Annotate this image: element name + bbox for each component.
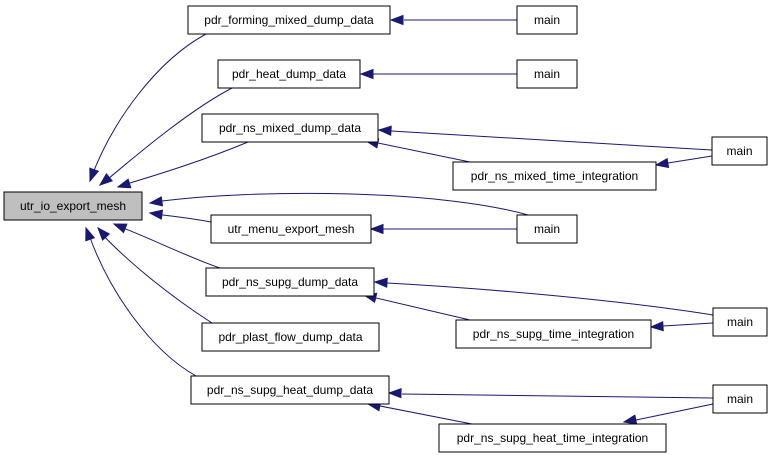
node-label: pdr_ns_mixed_dump_data (219, 121, 361, 135)
node-label: utr_menu_export_mesh (228, 222, 355, 236)
node-label: main (534, 67, 560, 81)
edge-m5-to-n5 (386, 282, 714, 316)
arrowhead-m4-to-n4 (369, 223, 384, 235)
node-label: pdr_ns_supg_dump_data (222, 275, 358, 289)
arrowhead-m4-to-root (148, 196, 164, 207)
node-main[interactable]: main (516, 214, 578, 244)
node-label: main (534, 222, 560, 236)
node-pdr-heat-dump-data[interactable]: pdr_heat_dump_data (217, 59, 361, 89)
edge-m3-to-n3 (390, 130, 713, 151)
node-box (217, 59, 361, 89)
edges-layer (85, 14, 714, 425)
node-pdr-ns-mixed-dump-data[interactable]: pdr_ns_mixed_dump_data (201, 113, 379, 143)
node-box (190, 375, 390, 405)
node-box (201, 113, 379, 143)
arrowhead-n1-to-root (89, 167, 100, 183)
arrowhead-n5-to-root (112, 223, 128, 234)
arrowhead-m3-to-t3 (654, 157, 670, 169)
edge-m3-to-t3 (667, 155, 713, 164)
node-label: main (534, 13, 560, 27)
node-pdr-forming-mixed-dump-data[interactable]: pdr_forming_mixed_dump_data (187, 5, 391, 35)
arrowhead-m5-to-n5 (373, 277, 388, 288)
node-utr-menu-export-mesh[interactable]: utr_menu_export_mesh (210, 214, 372, 244)
node-box (452, 161, 657, 191)
edge-t5-to-n5 (375, 297, 471, 321)
arrowhead-n4-to-root (148, 209, 164, 220)
node-box (516, 5, 578, 35)
node-box (187, 5, 391, 35)
edge-m7-to-n7 (401, 393, 714, 399)
arrowhead-n6-to-root (97, 226, 111, 241)
node-label: pdr_ns_supg_heat_time_integration (457, 431, 648, 445)
node-box (210, 214, 372, 244)
node-label: pdr_forming_mixed_dump_data (204, 13, 374, 27)
nodes-layer: utr_io_export_mesh pdr_forming_mixed_dump… (3, 5, 768, 453)
node-pdr-plast-flow-dump-data[interactable]: pdr_plast_flow_dump_data (201, 322, 380, 352)
node-box (516, 214, 578, 244)
node-label: main (727, 392, 753, 406)
node-main[interactable]: main (711, 136, 768, 166)
node-pdr-ns-supg-heat-dump-data[interactable]: pdr_ns_supg_heat_dump_data (190, 375, 390, 405)
arrowhead-m7-to-n7 (387, 387, 402, 399)
arrowhead-n7-to-root (85, 226, 96, 242)
node-main[interactable]: main (516, 59, 578, 89)
edge-n1-to-root (89, 33, 207, 182)
edge-n3-to-root (119, 141, 249, 187)
node-main[interactable]: main (712, 307, 768, 337)
arrowhead-m5-to-t5 (649, 320, 664, 332)
edge-n5-to-root (117, 225, 221, 269)
edge-n4-to-root (153, 213, 212, 223)
node-main[interactable]: main (516, 5, 578, 35)
edge-t3-to-n3 (377, 142, 471, 163)
node-pdr-ns-mixed-time-integration[interactable]: pdr_ns_mixed_time_integration (452, 161, 657, 191)
node-box (455, 319, 652, 349)
node-box (205, 267, 375, 297)
arrowhead-m3-to-n3 (377, 125, 392, 136)
edge-m4-to-root (153, 192, 529, 216)
node-box (516, 59, 578, 89)
node-box (712, 384, 768, 414)
node-box (711, 136, 768, 166)
arrowhead-m2-to-n2 (359, 68, 374, 80)
node-label: pdr_ns_supg_heat_dump_data (207, 383, 373, 397)
edge-n7-to-root (87, 231, 197, 377)
edge-m5-to-t5 (662, 322, 714, 327)
node-label: pdr_ns_supg_time_integration (473, 327, 634, 341)
edge-m7-to-t7 (635, 403, 714, 421)
edge-t7-to-n7 (379, 405, 473, 425)
arrowhead-n3-to-root (116, 178, 132, 189)
node-box (438, 423, 667, 453)
edge-n6-to-root (99, 231, 213, 324)
node-label: pdr_plast_flow_dump_data (218, 330, 362, 344)
node-pdr-ns-supg-heat-time-integration[interactable]: pdr_ns_supg_heat_time_integration (438, 423, 667, 453)
node-pdr-ns-supg-dump-data[interactable]: pdr_ns_supg_dump_data (205, 267, 375, 297)
node-label: main (726, 144, 752, 158)
node-utr-io-export-mesh[interactable]: utr_io_export_mesh (3, 191, 143, 221)
arrowhead-n2-to-root (98, 173, 113, 186)
node-main[interactable]: main (712, 384, 768, 414)
edge-n2-to-root (101, 87, 233, 185)
node-box (201, 322, 380, 352)
node-box (3, 191, 143, 221)
node-label: pdr_heat_dump_data (232, 67, 346, 81)
node-pdr-ns-supg-time-integration[interactable]: pdr_ns_supg_time_integration (455, 319, 652, 349)
node-label: utr_io_export_mesh (20, 199, 126, 213)
node-box (712, 307, 768, 337)
node-label: main (727, 315, 753, 329)
arrowhead-m1-to-n1 (389, 14, 404, 26)
node-label: pdr_ns_mixed_time_integration (471, 169, 638, 183)
arrowhead-m7-to-t7 (622, 414, 638, 425)
